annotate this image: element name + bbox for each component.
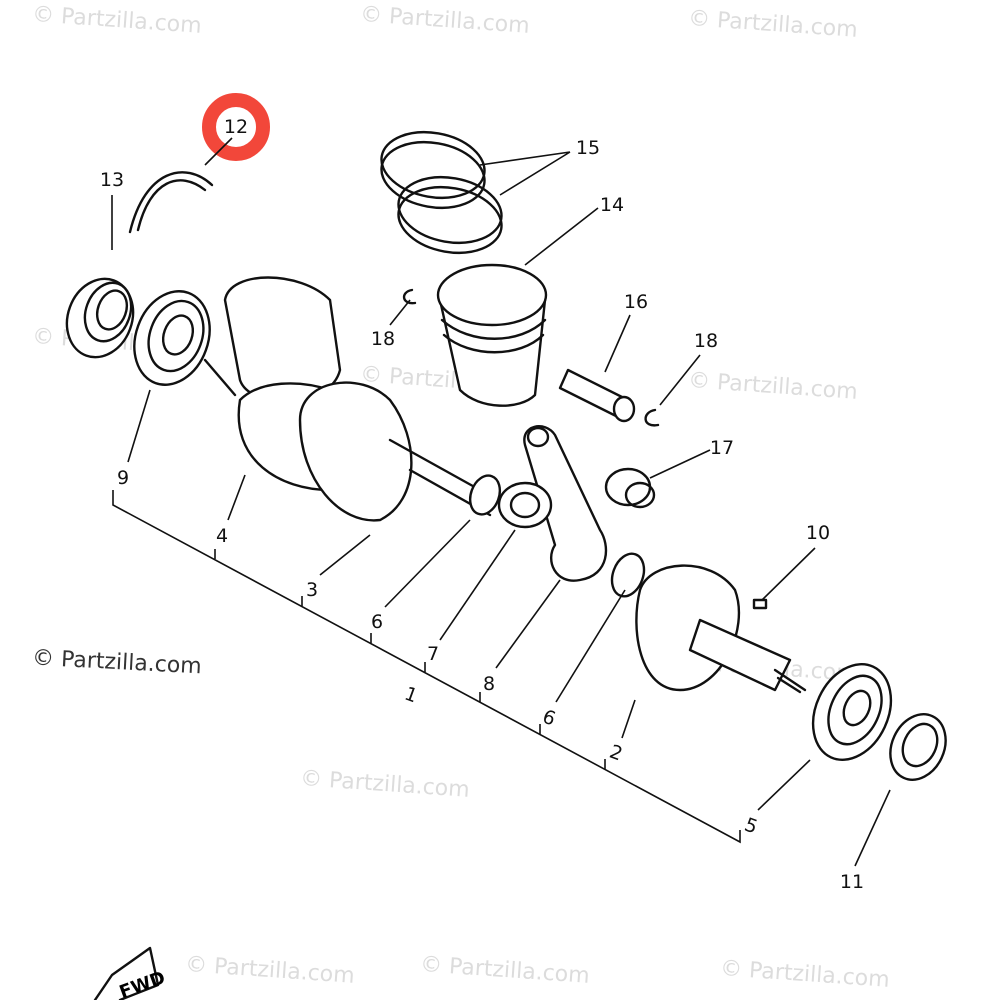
part-14-piston[interactable] bbox=[436, 263, 548, 407]
callout-14[interactable]: 14 bbox=[599, 194, 625, 216]
part-4-crank-half[interactable] bbox=[203, 276, 492, 522]
part-11-oil-seal[interactable] bbox=[880, 705, 956, 789]
callout-7[interactable]: 7 bbox=[426, 643, 440, 665]
part-6-washer[interactable] bbox=[606, 549, 649, 601]
callout-6[interactable]: 6 bbox=[370, 611, 384, 633]
callout-9[interactable]: 9 bbox=[116, 467, 130, 489]
part-17-needle-bearing[interactable] bbox=[604, 467, 656, 509]
fwd-label: FWD bbox=[117, 967, 168, 1000]
callout-13[interactable]: 13 bbox=[99, 169, 125, 191]
leader-lines bbox=[111, 137, 891, 867]
part-9-bearing[interactable] bbox=[122, 281, 222, 396]
callout-3[interactable]: 3 bbox=[305, 579, 319, 601]
part-18-circlip[interactable] bbox=[402, 288, 417, 305]
part-7-needle-bearing[interactable] bbox=[497, 481, 553, 529]
callout-12[interactable]: 12 bbox=[223, 116, 249, 138]
highlight-ring bbox=[202, 93, 270, 161]
callout-4[interactable]: 4 bbox=[215, 525, 229, 547]
callout-18[interactable]: 18 bbox=[370, 328, 396, 350]
callout-16[interactable]: 16 bbox=[623, 291, 649, 313]
part-2-crank-half[interactable] bbox=[635, 564, 807, 694]
part-15-piston-rings[interactable] bbox=[376, 124, 507, 260]
part-5-bearing[interactable] bbox=[798, 651, 906, 772]
fwd-arrow-icon: FWD bbox=[93, 946, 168, 1000]
part-6-washer[interactable] bbox=[465, 471, 505, 518]
callout-11[interactable]: 11 bbox=[839, 871, 865, 893]
callout-18[interactable]: 18 bbox=[693, 330, 719, 352]
callout-15[interactable]: 15 bbox=[575, 137, 601, 159]
callout-17[interactable]: 17 bbox=[709, 437, 735, 459]
part-13-oil-seal[interactable] bbox=[56, 269, 144, 366]
part-10-key[interactable] bbox=[752, 598, 768, 610]
part-18-circlip[interactable] bbox=[644, 408, 660, 427]
part-8-connecting-rod[interactable] bbox=[523, 425, 608, 582]
part-12-ring[interactable] bbox=[128, 171, 214, 234]
part-16-piston-pin[interactable] bbox=[558, 368, 636, 423]
callout-8[interactable]: 8 bbox=[482, 673, 496, 695]
callout-10[interactable]: 10 bbox=[805, 522, 831, 544]
